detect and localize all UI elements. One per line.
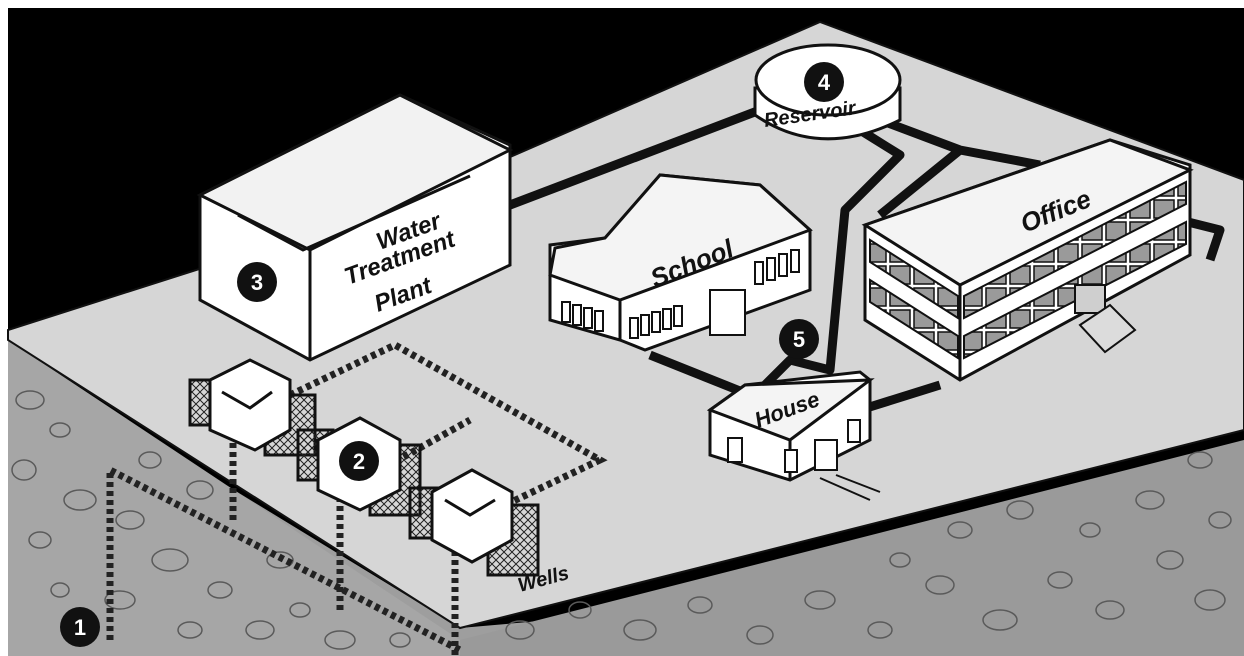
svg-text:4: 4: [818, 70, 831, 95]
marker-3: 3: [237, 262, 277, 302]
well-3: [408, 468, 540, 577]
svg-text:3: 3: [251, 270, 263, 295]
soil-right-face: [460, 440, 1244, 656]
marker-1: 1: [60, 607, 100, 647]
svg-text:1: 1: [74, 615, 86, 640]
well-1: [188, 358, 317, 457]
house-building: [706, 370, 881, 501]
school-building: [548, 173, 813, 352]
svg-text:2: 2: [353, 449, 365, 474]
svg-text:5: 5: [793, 327, 805, 352]
marker-2: 2: [339, 441, 379, 481]
soil-pebbles: [11, 390, 1240, 650]
office-building: [861, 138, 1194, 382]
distribution-pipes: [508, 105, 1225, 415]
marker-4: 4: [804, 62, 844, 102]
marker-5: 5: [779, 319, 819, 359]
water-treatment-plant: [196, 93, 514, 362]
